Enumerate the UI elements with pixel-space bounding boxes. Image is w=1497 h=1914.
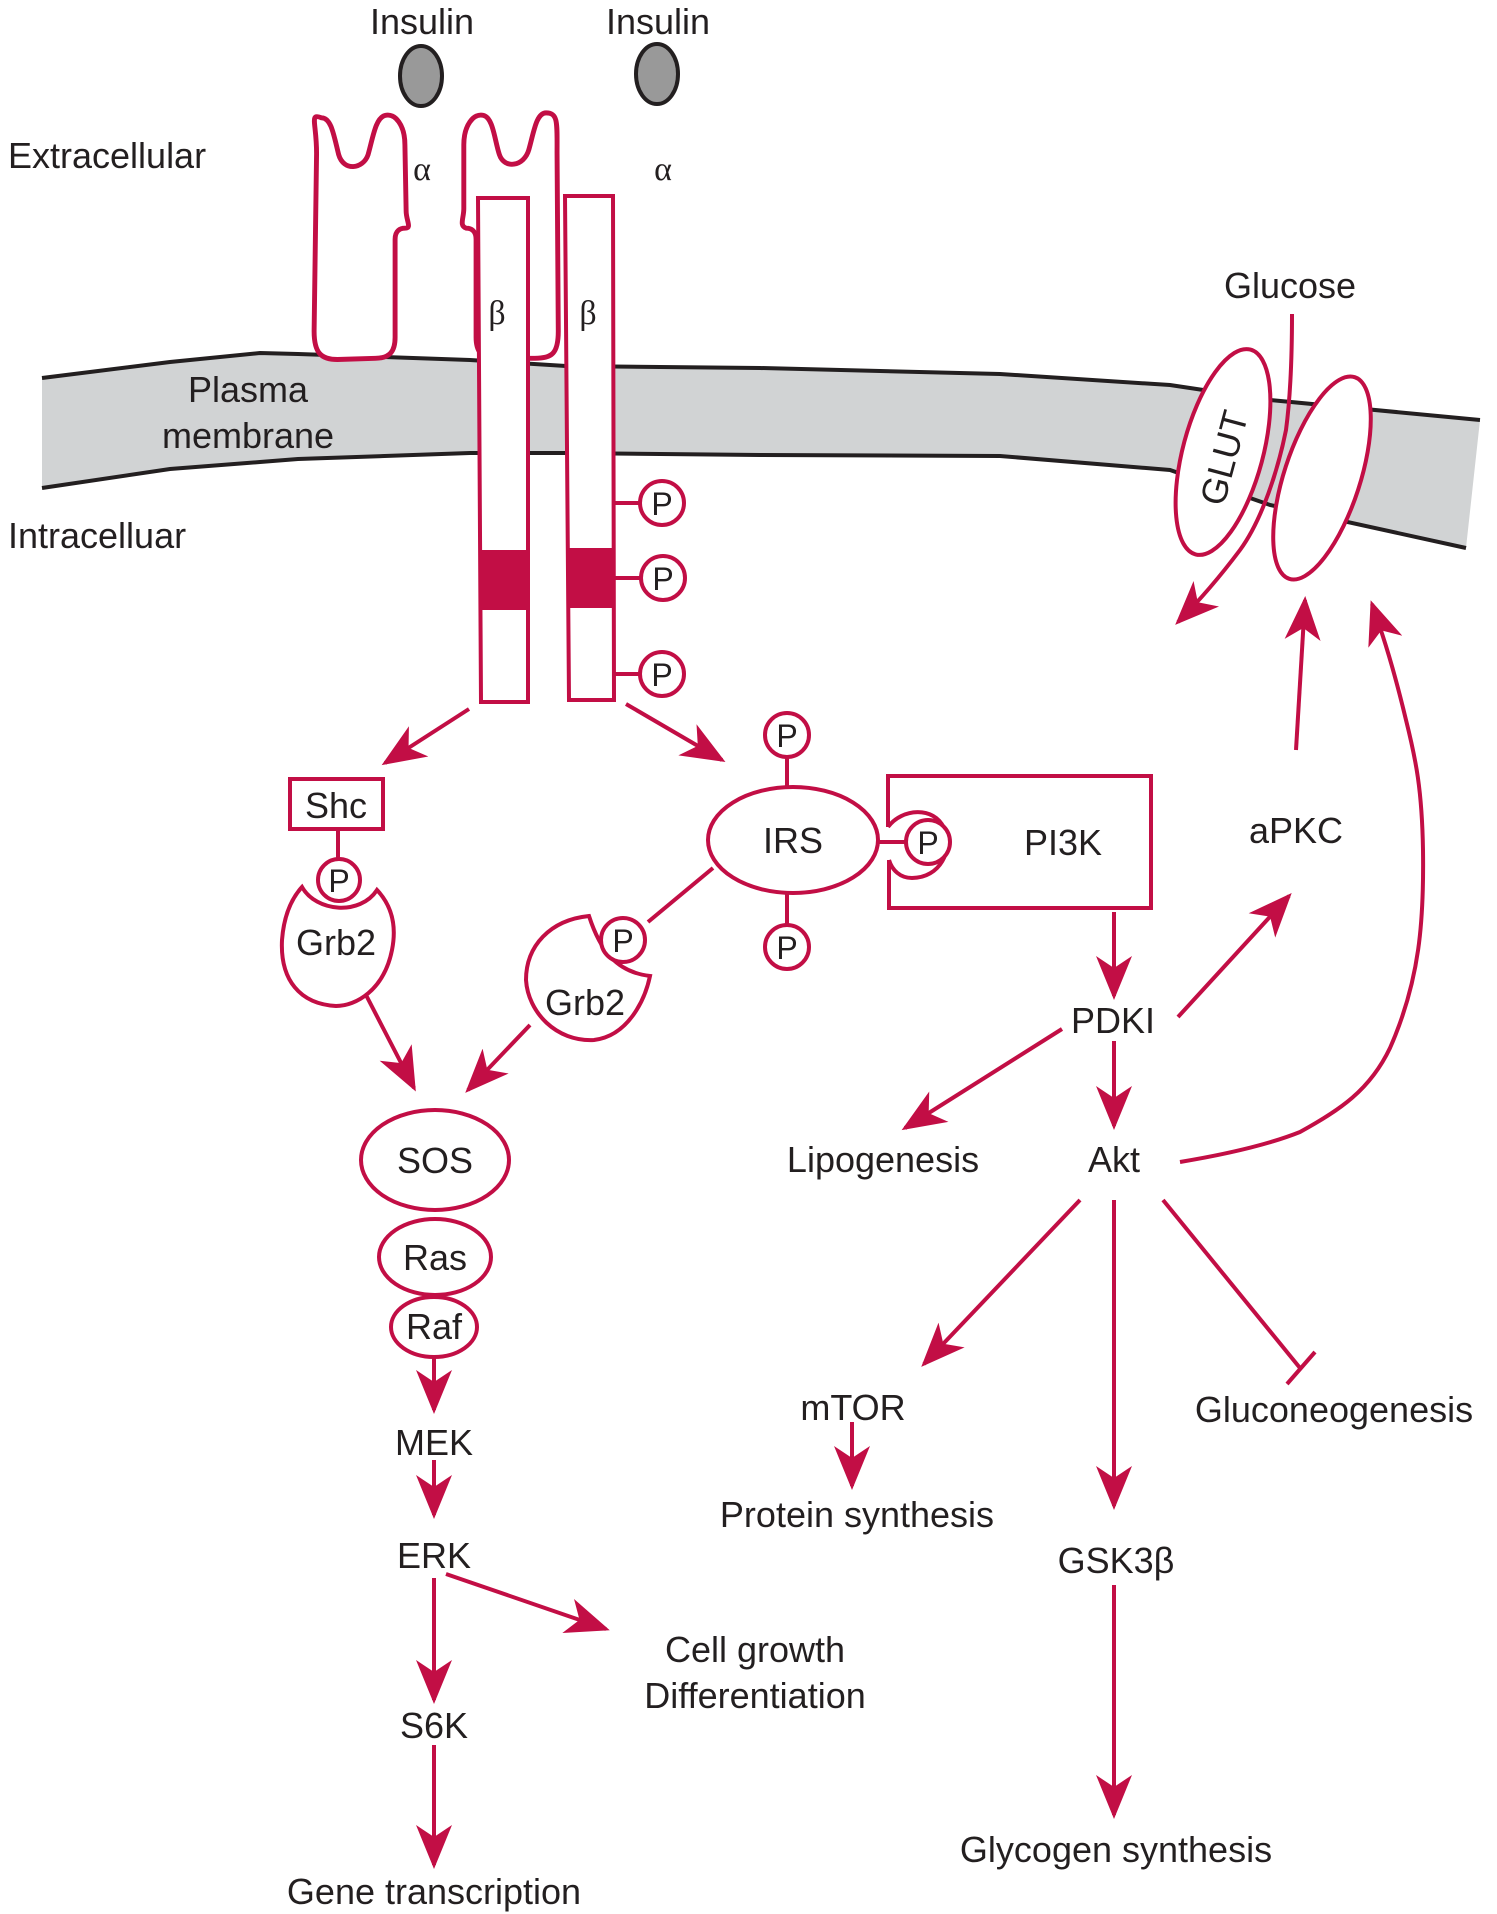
svg-text:P: P bbox=[652, 561, 673, 597]
gene-transcription-label: Gene transcription bbox=[287, 1871, 581, 1912]
extracellular-label: Extracellular bbox=[8, 135, 206, 176]
insulin-label-left: Insulin bbox=[370, 1, 474, 42]
irs-phospho-top: P bbox=[776, 718, 797, 754]
inhibit-akt-to-gluconeogenesis bbox=[1161, 1198, 1317, 1386]
arrow-akt-to-glut bbox=[1179, 600, 1426, 1164]
beta-subunit-left bbox=[475, 196, 530, 704]
sos-ellipse bbox=[359, 1108, 511, 1212]
beta-label-right: β bbox=[579, 295, 596, 332]
arrow-pdki-to-lipogenesis bbox=[901, 1027, 1064, 1131]
arrow-erk-to-cell-growth bbox=[445, 1572, 610, 1634]
erk-label: ERK bbox=[397, 1535, 471, 1576]
ras-label: Ras bbox=[403, 1237, 467, 1278]
akt-label: Akt bbox=[1088, 1139, 1140, 1180]
alpha-label-left: α bbox=[413, 151, 431, 188]
gluconeogenesis-label: Gluconeogenesis bbox=[1195, 1389, 1473, 1430]
arrow-akt-to-mtor bbox=[921, 1198, 1082, 1367]
membrane-label-line2: membrane bbox=[162, 415, 334, 456]
mtor-label: mTOR bbox=[800, 1387, 905, 1428]
sos-label: SOS bbox=[397, 1140, 473, 1181]
arrow-receptor-to-irs bbox=[624, 702, 726, 763]
svg-text:P: P bbox=[651, 657, 672, 693]
s6k-label: S6K bbox=[400, 1705, 468, 1746]
protein-synthesis-label: Protein synthesis bbox=[720, 1494, 994, 1535]
svg-text:P: P bbox=[651, 486, 672, 522]
glut-partner-ellipse bbox=[1271, 374, 1373, 582]
insulin-molecule-right bbox=[634, 42, 680, 106]
grb2-left-label: Grb2 bbox=[296, 922, 376, 963]
arrow-apkc-to-glut bbox=[1284, 596, 1321, 751]
receptor-phospho-3: P bbox=[614, 650, 686, 698]
pi3k-box: P PI3K bbox=[886, 774, 1153, 910]
membrane-label-line1: Plasma bbox=[188, 369, 309, 410]
insulin-molecule-left bbox=[398, 44, 444, 108]
grb2-right-label: Grb2 bbox=[545, 982, 625, 1023]
pdki-label: PDKI bbox=[1071, 1000, 1155, 1041]
shc-phospho bbox=[316, 857, 362, 903]
irs-ellipse bbox=[706, 785, 880, 895]
irs-label: IRS bbox=[763, 820, 823, 861]
pi3k-label: PI3K bbox=[1024, 822, 1102, 863]
grb2-right-shape bbox=[523, 913, 653, 1043]
mek-label: MEK bbox=[395, 1422, 473, 1463]
ras-ellipse bbox=[377, 1217, 493, 1297]
alpha-label-right: α bbox=[654, 151, 672, 188]
glycogen-synthesis-label: Glycogen synthesis bbox=[960, 1829, 1272, 1870]
arrow-pdki-to-apkc bbox=[1176, 893, 1292, 1019]
shc-label: Shc bbox=[305, 785, 367, 826]
apkc-label: aPKC bbox=[1249, 810, 1343, 851]
irs-phospho-bottom: P bbox=[776, 930, 797, 966]
beta-subunit-right bbox=[562, 194, 617, 702]
irs-complex: P P IRS bbox=[646, 711, 907, 971]
insulin-label-right: Insulin bbox=[606, 1, 710, 42]
differentiation-label: Differentiation bbox=[644, 1675, 865, 1716]
grb2-right-phospho-label: P bbox=[612, 923, 633, 959]
receptor-phospho-1: P bbox=[614, 479, 686, 527]
pi3k-phospho-label: P bbox=[917, 825, 938, 861]
shc-phospho-label: P bbox=[328, 863, 349, 899]
grb2-left-shape bbox=[279, 883, 396, 1009]
cell-growth-label: Cell growth bbox=[665, 1629, 845, 1670]
lipogenesis-label: Lipogenesis bbox=[787, 1139, 979, 1180]
receptor-phospho-2: P bbox=[614, 554, 687, 602]
grb2-right-phospho bbox=[599, 916, 647, 964]
shc-box bbox=[288, 777, 385, 831]
arrow-glucose-into-cell bbox=[1175, 313, 1294, 625]
raf-label: Raf bbox=[406, 1306, 463, 1347]
glut-transporter bbox=[1173, 347, 1273, 557]
glucose-label: Glucose bbox=[1224, 265, 1356, 306]
beta-label-left: β bbox=[488, 295, 505, 332]
arrow-grb2right-to-sos bbox=[465, 1023, 532, 1093]
gsk3b-label: GSK3β bbox=[1058, 1540, 1175, 1581]
intracellular-label: Intracelluar bbox=[8, 515, 186, 556]
arrow-receptor-to-shc bbox=[381, 707, 471, 766]
alpha-subunit-left bbox=[311, 112, 411, 362]
arrow-grb2left-to-sos bbox=[364, 994, 416, 1092]
